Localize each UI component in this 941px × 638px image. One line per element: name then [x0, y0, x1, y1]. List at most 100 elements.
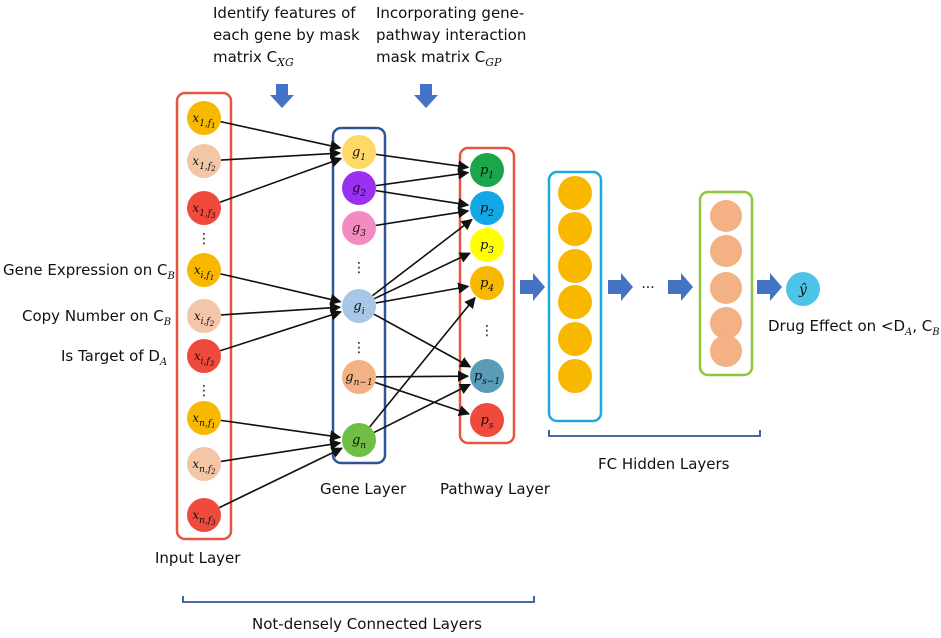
pathway-node: p2 [470, 191, 504, 225]
gene-node: gn−1 [342, 360, 376, 394]
fc-hidden-layer-1-nodes [558, 176, 592, 393]
connection-edge [220, 302, 342, 316]
gene-expression-text: Gene Expression on C [3, 261, 167, 279]
input-node: xn,f1 [187, 401, 221, 435]
output-label-sub-a: A [904, 327, 912, 338]
input-node-label: xn,f3 [192, 508, 216, 527]
gene-node-label: gi [353, 299, 364, 317]
annotation-gp-line2: pathway interaction [376, 26, 526, 44]
input-layer-label: Input Layer [155, 549, 241, 567]
fc-bracket [548, 430, 761, 437]
gene-expression-label: Gene Expression on CB [3, 261, 175, 282]
connection-edge [369, 296, 476, 428]
annotation-gp-line3: mask matrix CGP [376, 48, 502, 69]
down-arrow-icon [414, 84, 438, 108]
input-node-label: x1,f3 [192, 201, 216, 220]
right-arrow-icon [757, 273, 782, 301]
input-node: x1,f2 [187, 144, 221, 178]
fc-node [558, 249, 592, 283]
input-node: x1,f3 [187, 191, 221, 225]
gene-node: g2 [342, 171, 376, 205]
pathway-node-label: p2 [480, 201, 494, 219]
fc-hidden-layer-2-box [698, 190, 754, 377]
input-node-label: xn,f1 [192, 411, 215, 430]
gene-ellipsis-2: ⋮ [352, 340, 366, 356]
output-node [786, 272, 820, 306]
connection-edge [218, 447, 343, 509]
pathway-ellipsis: ⋮ [480, 323, 494, 339]
fc-node [558, 212, 592, 246]
connection-edge [219, 156, 343, 203]
copy-number-sub: B [163, 317, 171, 328]
connection-edge [220, 438, 342, 463]
gene-node: gn [342, 423, 376, 457]
mask-matrix-gp-annotation: Incorporating gene- pathway interaction … [376, 4, 526, 69]
fc-node [710, 200, 742, 232]
gene-node-label: g1 [352, 145, 366, 163]
pathway-node-label: ps−1 [474, 369, 500, 387]
connection-edge [375, 168, 470, 187]
connection-edge [373, 313, 472, 368]
pathway-layer-box [458, 146, 516, 445]
fc-hidden-layer-2-nodes [710, 200, 742, 367]
output-label-prefix: Drug Effect on <D [768, 317, 905, 335]
output-label-suffix: > [940, 317, 941, 335]
annotation-gp-sub: GP [485, 56, 502, 69]
gene-node-label: g3 [352, 221, 366, 239]
fc-node [558, 322, 592, 356]
output-label-sub-b: B [931, 327, 939, 338]
pathway-node: ps [470, 403, 504, 437]
input-node-label: xi,f1 [194, 263, 214, 282]
pathway-node: p3 [470, 228, 504, 262]
fc-node [710, 272, 742, 304]
not-densely-connected-label: Not-densely Connected Layers [252, 615, 482, 633]
fc-hidden-layers-label: FC Hidden Layers [598, 455, 730, 473]
fc-ellipsis: ··· [641, 280, 654, 296]
connection-edge [220, 419, 342, 442]
mask-matrix-xg-annotation: Identify features of each gene by mask m… [213, 4, 360, 69]
connection-edge [374, 252, 471, 300]
connection-edge [220, 148, 342, 161]
is-target-sub: A [159, 357, 167, 368]
input-node: xn,f2 [187, 447, 221, 481]
connection-edge [375, 370, 470, 382]
input-node-label: xi,f2 [194, 309, 215, 328]
input-node-label: xn,f2 [192, 457, 216, 476]
input-node: xi,f3 [187, 339, 221, 373]
input-ellipsis-2: ⋮ [197, 383, 211, 399]
input-node: xi,f1 [187, 253, 221, 287]
connection-edge [219, 309, 342, 352]
input-node: xi,f2 [187, 299, 221, 333]
gene-nodes: g1 g2 g3 gi gn−1 gn [342, 135, 376, 457]
gene-node: g1 [342, 135, 376, 169]
annotation-xg-line1: Identify features of [213, 4, 356, 22]
pathway-node-label: p4 [480, 276, 494, 294]
annotation-xg-text: matrix C [213, 48, 277, 66]
pathway-node: p1 [470, 153, 504, 187]
connection-edge [375, 282, 470, 304]
gene-expression-sub: B [166, 271, 174, 282]
pathway-node: p4 [470, 266, 504, 300]
connection-edge [375, 153, 470, 172]
right-arrow-icon [608, 273, 633, 301]
annotation-gp-line1: Incorporating gene- [376, 4, 524, 22]
output-symbol: ŷ [798, 281, 808, 298]
pathway-node-label: p1 [480, 163, 494, 181]
pathway-node-label: ps [481, 413, 494, 431]
input-node-label: x1,f2 [192, 154, 216, 173]
annotation-gp-text: mask matrix C [376, 48, 485, 66]
connection-edge [220, 120, 342, 152]
input-ellipsis-1: ⋮ [197, 231, 211, 247]
output-label-mid: , C [912, 317, 932, 335]
annotation-xg-sub: XG [276, 56, 294, 69]
input-node-label: x1,f1 [192, 111, 215, 130]
fc-node [710, 335, 742, 367]
gene-node-label: g2 [352, 181, 366, 199]
gene-ellipsis-1: ⋮ [352, 260, 366, 276]
input-nodes: x1,f1 x1,f2 x1,f3 xi,f1 xi,f2 xi,f3 xn,f1 xn,f2… [187, 101, 221, 532]
pathway-node-label: p3 [480, 238, 494, 256]
gene-node: g3 [342, 211, 376, 245]
fc-node [558, 176, 592, 210]
output-label: Drug Effect on <DA, CB> [768, 317, 941, 338]
